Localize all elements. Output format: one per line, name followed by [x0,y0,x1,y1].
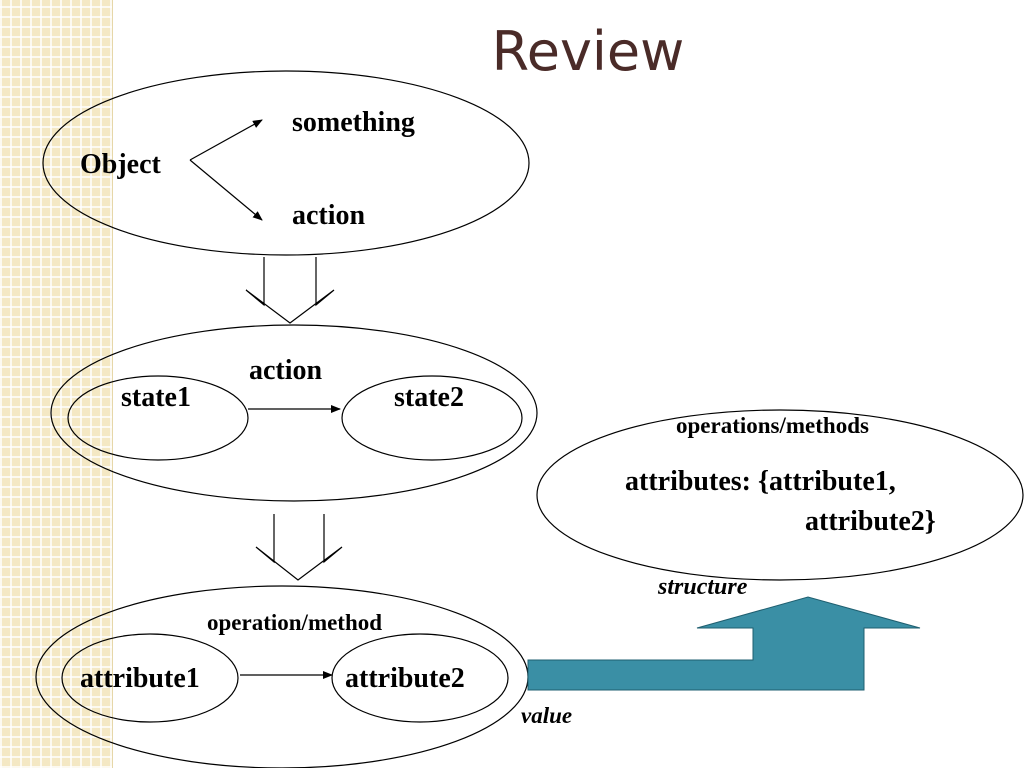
structure-label: structure [657,574,748,600]
attribute1-ellipse [61,633,239,723]
attribute2-label: attribute2 [345,663,465,694]
down-arrow-2 [255,514,343,581]
decorative-side-strip [0,0,113,768]
state1-ellipse [67,375,249,461]
operation-method-label: operation/method [207,610,382,635]
attributes-line2-label: attribute2} [805,506,936,537]
value-label: value [521,703,572,728]
arrow-to-something [189,119,263,161]
action-top-label: action [292,200,366,231]
page-title: Review [492,20,685,83]
state2-label: state2 [394,382,464,413]
object-ellipse [42,70,530,256]
attributes-line1-label: attributes: {attribute1, [625,466,896,497]
operations-methods-label: operations/methods [676,413,869,438]
state-outer-ellipse [50,324,538,502]
action-mid-label: action [249,355,323,386]
something-label: something [292,107,415,138]
state1-label: state1 [121,382,191,413]
state2-ellipse [341,375,523,461]
class-ellipse [536,409,1024,581]
object-label: Object [80,149,162,180]
arrow-to-action [189,159,263,221]
down-arrow-1 [245,257,335,324]
value-to-structure-arrow [527,596,921,691]
attribute1-label: attribute1 [80,663,200,694]
